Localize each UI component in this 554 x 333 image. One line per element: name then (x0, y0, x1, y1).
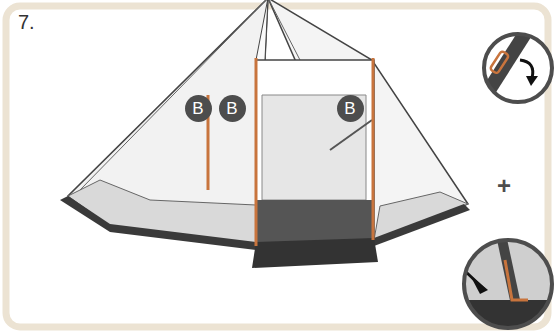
callout-letter: B (344, 100, 355, 117)
step-number: 7. (18, 11, 35, 34)
plus-sign: + (497, 172, 511, 200)
callout-letter: B (192, 100, 203, 117)
callout-circle: B (185, 95, 212, 122)
callout-circle: B (219, 95, 246, 122)
callout-circle: B (337, 95, 364, 122)
callout-letter: B (226, 100, 237, 117)
